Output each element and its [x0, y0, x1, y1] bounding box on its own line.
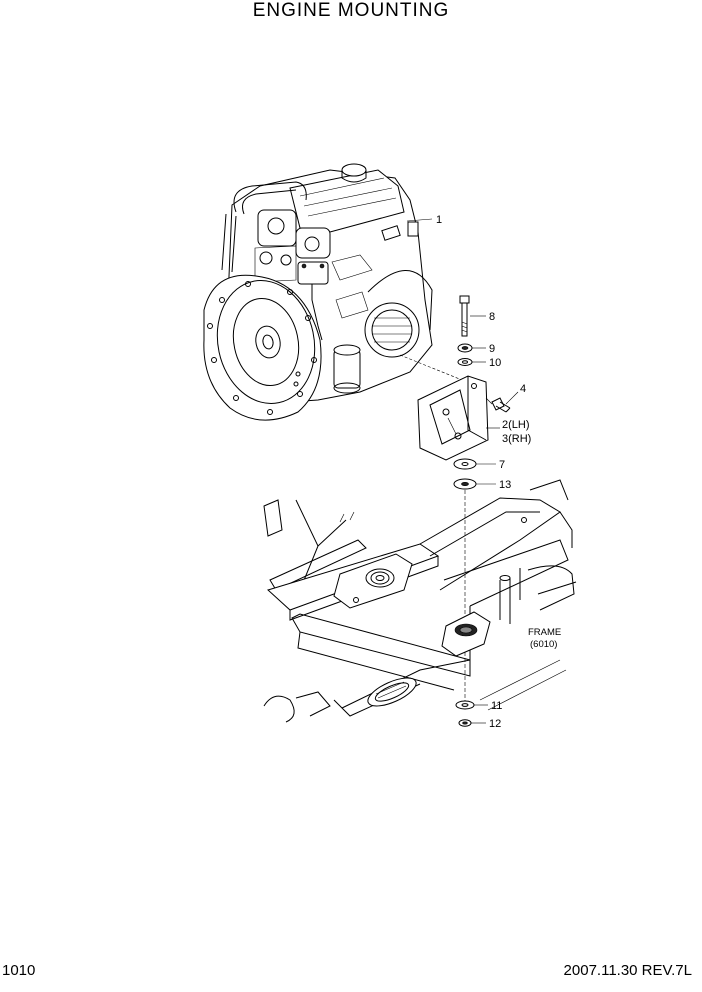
bracket-part	[417, 375, 489, 461]
housing-bolts	[207, 281, 317, 415]
callout-washer-10: 10	[489, 357, 501, 369]
callout-bolt: 8	[489, 311, 495, 323]
page-number: 1010	[2, 962, 36, 979]
machine-frame	[263, 479, 577, 723]
washer-10-part	[457, 358, 473, 366]
callout-washer-9: 9	[489, 343, 495, 355]
callout-screw: 4	[520, 383, 526, 395]
page-title: ENGINE MOUNTING	[252, 0, 450, 21]
callout-mount-7: 7	[499, 459, 505, 471]
frame-ref: (6010)	[530, 639, 557, 650]
bolt-part	[459, 295, 470, 337]
mount-7-part	[453, 458, 477, 470]
engine-assembly	[203, 163, 433, 421]
frame-label: FRAME	[528, 627, 561, 638]
callout-nut-12: 12	[489, 718, 501, 730]
screw-part	[485, 397, 511, 413]
washer-11-part	[455, 700, 475, 710]
callout-engine: 1	[436, 214, 442, 226]
leader-lines	[406, 218, 519, 724]
callout-bracket-rh: 3(RH)	[502, 433, 531, 445]
callout-washer-11: 11	[491, 700, 502, 712]
revision-date: 2007.11.30 REV.7L	[563, 962, 692, 979]
callout-mount-13: 13	[499, 479, 511, 491]
callout-bracket-lh: 2(LH)	[502, 419, 530, 431]
